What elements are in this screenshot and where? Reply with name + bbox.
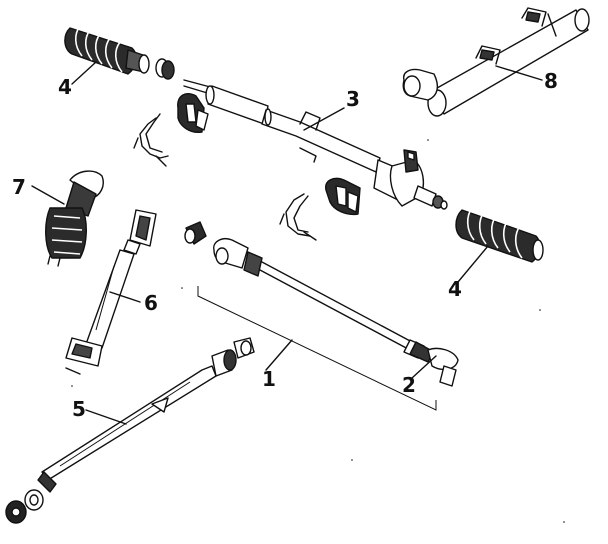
small-bushing: [184, 221, 207, 245]
shaft-end-nuts: [5, 489, 44, 524]
callout-6: 6: [144, 291, 158, 315]
callout-2: 2: [402, 373, 416, 397]
tie-rod-assembly: [213, 238, 459, 387]
bellows-boot-right: [455, 207, 544, 263]
mount-clamp-upper: [133, 113, 169, 167]
scan-specks: [71, 139, 565, 523]
callout-5: 5: [72, 397, 86, 421]
callout-7: 7: [12, 175, 26, 199]
intermediate-shaft: [65, 209, 157, 375]
callout-4-lower: 4: [448, 277, 462, 301]
callout-8: 8: [544, 69, 558, 93]
callout-4-upper: 4: [58, 75, 72, 99]
leader-lines: [31, 61, 543, 425]
lower-steering-shaft: [37, 337, 255, 493]
joint-boot: [45, 170, 104, 267]
callout-1: 1: [262, 367, 276, 391]
mounting-bracket-tube: [402, 7, 590, 117]
rack-housing: [183, 79, 448, 210]
mount-grommet-upper: [177, 92, 209, 133]
small-collar-left: [155, 58, 175, 80]
callout-bracket-1: [197, 286, 437, 411]
mount-clamp-lower: [279, 193, 317, 241]
bellows-boot-left: [64, 25, 150, 75]
mount-grommet-lower: [325, 177, 361, 216]
callout-labels: 1 2 3 4 4 5 6 7 8: [12, 69, 558, 421]
callout-3: 3: [346, 87, 360, 111]
